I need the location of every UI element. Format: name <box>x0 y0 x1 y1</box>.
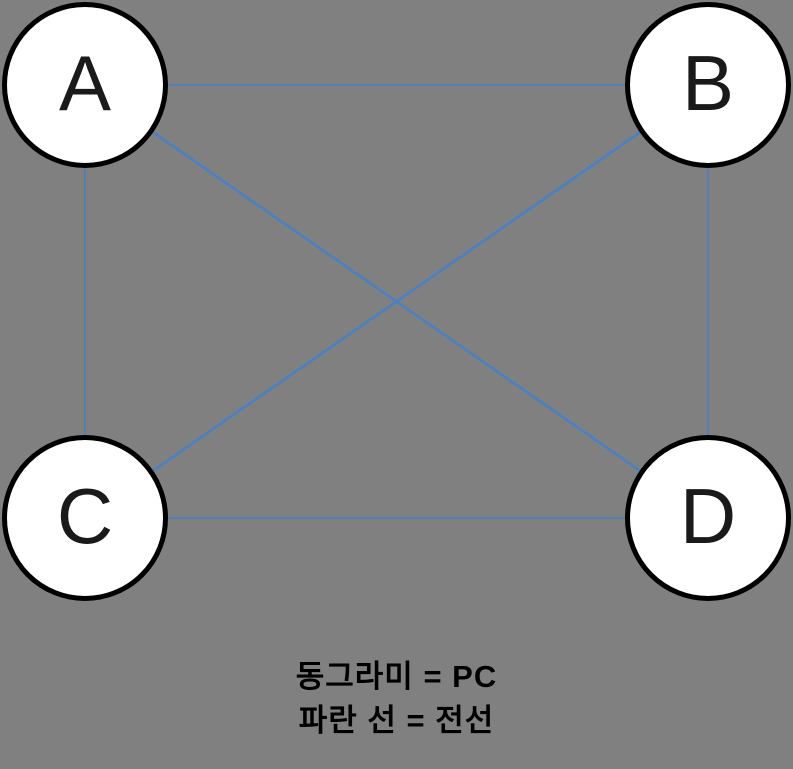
node-label-b: B <box>681 39 735 127</box>
node-label-c: C <box>56 472 114 560</box>
node-label-d: D <box>679 472 737 560</box>
node-pc-d: D <box>625 435 791 601</box>
legend-line-circles: 동그라미 = PC <box>295 659 498 694</box>
node-label-a: A <box>58 39 112 127</box>
node-pc-a: A <box>2 2 168 168</box>
legend-caption: 동그라미 = PC 파란 선 = 전선 <box>0 655 793 743</box>
wire-b-c <box>84 83 709 520</box>
node-pc-b: B <box>625 2 791 168</box>
node-pc-c: C <box>2 435 168 601</box>
legend-line-wires: 파란 선 = 전선 <box>298 703 495 738</box>
